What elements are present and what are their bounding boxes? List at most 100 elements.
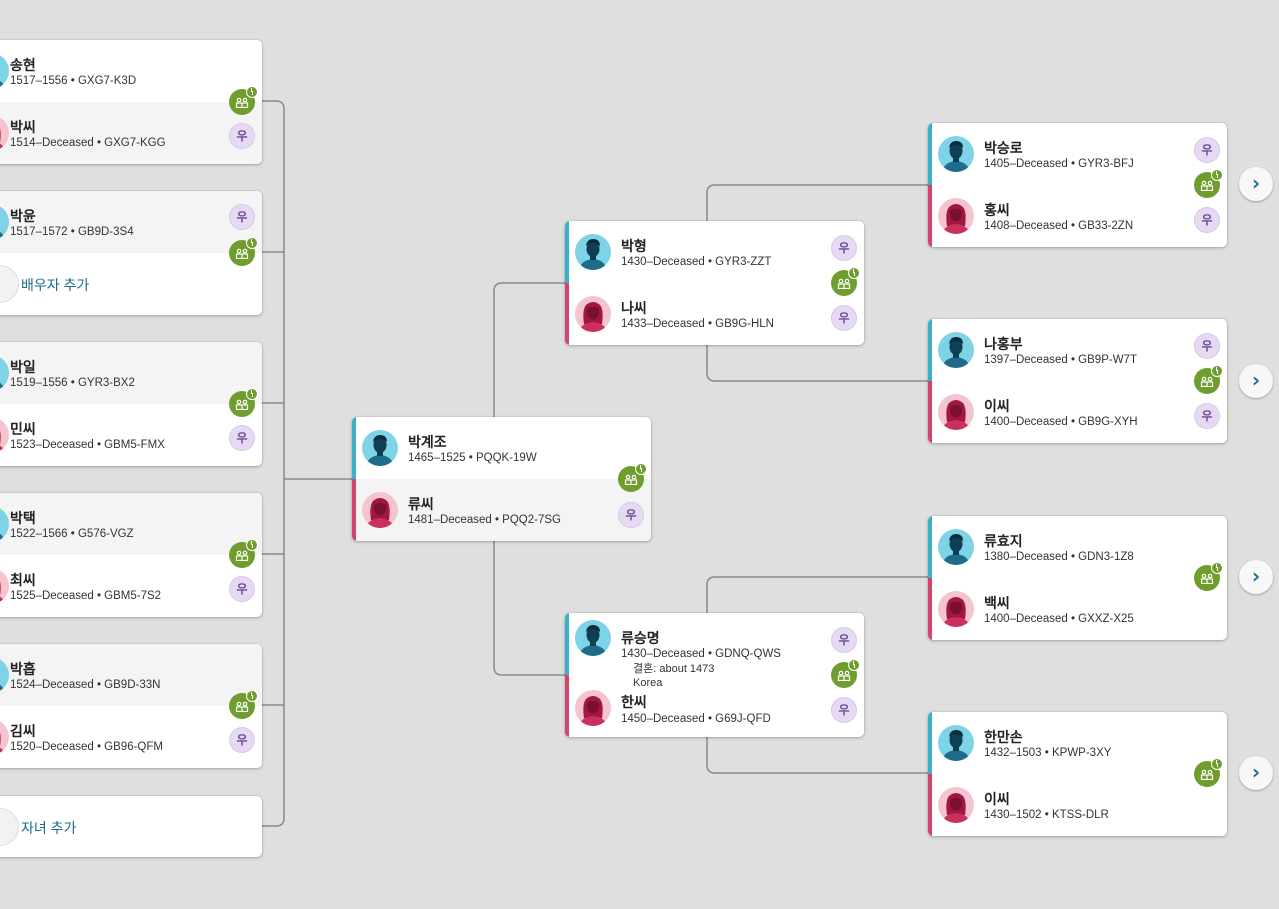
wife-row[interactable]: 홍씨 1408–Deceased • GB33-2ZN: [928, 185, 1227, 247]
child-family-card-4[interactable]: 박택 1522–1566 • G576-VGZ 최씨 1525–Deceased…: [0, 493, 262, 617]
husband-row[interactable]: 박승로 1405–Deceased • GYR3-BFJ: [928, 123, 1227, 185]
family-record-icon[interactable]: [1194, 365, 1223, 394]
person-name[interactable]: 박택: [10, 510, 36, 526]
expand-ancestors-button[interactable]: ›: [1239, 167, 1273, 201]
person-name[interactable]: 한만손: [984, 729, 1023, 745]
add-spouse-link[interactable]: 배우자 추가: [21, 277, 90, 293]
family-record-icon[interactable]: [229, 86, 258, 115]
research-hint-icon[interactable]: 우: [1194, 137, 1220, 163]
husband-row[interactable]: 박계조 1465–1525 • PQQK-19W: [352, 417, 651, 479]
wife-row[interactable]: 나씨 1433–Deceased • GB9G-HLN: [565, 283, 864, 345]
person-name[interactable]: 이씨: [984, 398, 1010, 414]
child-family-card-1[interactable]: 송현 1517–1556 • GXG7-K3D 박씨 1514–Deceased…: [0, 40, 262, 164]
person-name[interactable]: 김씨: [10, 723, 36, 739]
wife-row[interactable]: 민씨 1523–Deceased • GBM5-FMX: [0, 404, 262, 466]
person-name[interactable]: 박흡: [10, 661, 36, 677]
focus-couple-card[interactable]: 박계조 1465–1525 • PQQK-19W 류씨 1481–Decease…: [352, 417, 651, 541]
person-name[interactable]: 박계조: [408, 434, 447, 450]
person-info: 1514–Deceased • GXG7-KGG: [10, 137, 166, 149]
husband-row[interactable]: 박택 1522–1566 • G576-VGZ: [0, 493, 262, 555]
expand-ancestors-button[interactable]: ›: [1239, 756, 1273, 790]
wife-row[interactable]: Korea 한씨 1450–Deceased • G69J-QFD: [565, 675, 864, 737]
add-child-link[interactable]: 자녀 추가: [21, 819, 77, 836]
research-hint-icon[interactable]: 우: [229, 425, 255, 451]
wife-row[interactable]: 백씨 1400–Deceased • GXXZ-X25: [928, 578, 1227, 640]
husband-row[interactable]: 류효지 1380–Deceased • GDN3-1Z8: [928, 516, 1227, 578]
person-info: 1380–Deceased • GDN3-1Z8: [984, 551, 1134, 563]
person-name[interactable]: 홍씨: [984, 202, 1010, 218]
wife-row[interactable]: 박씨 1514–Deceased • GXG7-KGG: [0, 102, 262, 164]
female-avatar-icon: [0, 417, 9, 453]
add-spouse-row[interactable]: 배우자 추가: [0, 253, 262, 315]
add-child-row[interactable]: 자녀 추가: [0, 796, 262, 857]
person-name[interactable]: 류씨: [408, 496, 434, 512]
grandparents-card-1[interactable]: 박승로 1405–Deceased • GYR3-BFJ 홍씨 1408–Dec…: [928, 123, 1227, 247]
male-avatar-icon: [575, 234, 611, 270]
grandparents-card-4[interactable]: 한만손 1432–1503 • KPWP-3XY 이씨 1430–1502 • …: [928, 712, 1227, 836]
grandparents-card-3[interactable]: 류효지 1380–Deceased • GDN3-1Z8 백씨 1400–Dec…: [928, 516, 1227, 640]
person-name[interactable]: 백씨: [984, 595, 1010, 611]
person-name[interactable]: 박승로: [984, 140, 1023, 156]
husband-row[interactable]: 나홍부 1397–Deceased • GB9P-W7T: [928, 319, 1227, 381]
family-record-icon[interactable]: [618, 463, 647, 492]
research-hint-icon[interactable]: 우: [831, 235, 857, 261]
person-name[interactable]: 최씨: [10, 572, 36, 588]
female-avatar-icon: [938, 787, 974, 823]
child-family-card-3[interactable]: 박일 1519–1556 • GYR3-BX2 민씨 1523–Deceased…: [0, 342, 262, 466]
husband-row[interactable]: 한만손 1432–1503 • KPWP-3XY: [928, 712, 1227, 774]
person-name[interactable]: 박일: [10, 359, 36, 375]
research-hint-icon[interactable]: 우: [1194, 207, 1220, 233]
wife-row[interactable]: 이씨 1400–Deceased • GB9G-XYH: [928, 381, 1227, 443]
research-hint-icon[interactable]: 우: [229, 576, 255, 602]
research-hint-icon[interactable]: 우: [1194, 333, 1220, 359]
research-hint-icon[interactable]: 우: [618, 502, 644, 528]
family-record-icon[interactable]: [229, 388, 258, 417]
research-hint-icon[interactable]: 우: [831, 305, 857, 331]
person-name[interactable]: 이씨: [984, 791, 1010, 807]
research-hint-icon[interactable]: 우: [1194, 403, 1220, 429]
grandparents-card-2[interactable]: 나홍부 1397–Deceased • GB9P-W7T 이씨 1400–Dec…: [928, 319, 1227, 443]
research-hint-icon[interactable]: 우: [831, 627, 857, 653]
wife-row[interactable]: 최씨 1525–Deceased • GBM5-7S2: [0, 555, 262, 617]
person-name[interactable]: 류효지: [984, 533, 1023, 549]
family-record-icon[interactable]: [1194, 169, 1223, 198]
person-name[interactable]: 박씨: [10, 119, 36, 135]
person-info: 1525–Deceased • GBM5-7S2: [10, 590, 162, 602]
research-hint-icon[interactable]: 우: [229, 123, 255, 149]
child-family-card-2[interactable]: 박윤 1517–1572 • GB9D-3S4 배우자 추가 우: [0, 191, 262, 315]
wife-row[interactable]: 류씨 1481–Deceased • PQQ2-7SG: [352, 479, 651, 541]
person-name[interactable]: 송현: [10, 57, 36, 73]
person-name[interactable]: 박윤: [10, 208, 36, 224]
person-name[interactable]: 민씨: [10, 421, 36, 437]
husband-row[interactable]: 박형 1430–Deceased • GYR3-ZZT: [565, 221, 864, 283]
wife-row[interactable]: 김씨 1520–Deceased • GB96-QFM: [0, 706, 262, 768]
family-record-icon[interactable]: [1194, 562, 1223, 591]
child-family-card-5[interactable]: 박흡 1524–Deceased • GB9D-33N 김씨 1520–Dece…: [0, 644, 262, 768]
add-child-card[interactable]: 자녀 추가: [0, 796, 262, 857]
family-record-icon[interactable]: [831, 659, 860, 688]
parents-card-mother-side[interactable]: 류승명 1430–Deceased • GDNQ-QWS 결혼: about 1…: [565, 613, 864, 737]
husband-row[interactable]: 류승명 1430–Deceased • GDNQ-QWS 결혼: about 1…: [565, 613, 864, 675]
expand-ancestors-button[interactable]: ›: [1239, 560, 1273, 594]
research-hint-icon[interactable]: 우: [229, 727, 255, 753]
husband-row[interactable]: 송현 1517–1556 • GXG7-K3D: [0, 40, 262, 102]
research-hint-icon[interactable]: 우: [229, 204, 255, 230]
husband-row[interactable]: 박일 1519–1556 • GYR3-BX2: [0, 342, 262, 404]
husband-row[interactable]: 박윤 1517–1572 • GB9D-3S4: [0, 191, 262, 253]
person-name[interactable]: 나홍부: [984, 336, 1023, 352]
person-name[interactable]: 류승명: [621, 630, 660, 646]
wife-row[interactable]: 이씨 1430–1502 • KTSS-DLR: [928, 774, 1227, 836]
person-name[interactable]: 나씨: [621, 300, 647, 316]
research-hint-icon[interactable]: 우: [831, 697, 857, 723]
family-record-icon[interactable]: [229, 690, 258, 719]
family-record-icon[interactable]: [229, 237, 258, 266]
parents-card-father-side[interactable]: 박형 1430–Deceased • GYR3-ZZT 나씨 1433–Dece…: [565, 221, 864, 345]
family-record-icon[interactable]: [1194, 758, 1223, 787]
person-name[interactable]: 박형: [621, 238, 647, 254]
family-record-icon[interactable]: [831, 267, 860, 296]
family-record-icon[interactable]: [229, 539, 258, 568]
expand-ancestors-button[interactable]: ›: [1239, 364, 1273, 398]
husband-row[interactable]: 박흡 1524–Deceased • GB9D-33N: [0, 644, 262, 706]
person-info: 1450–Deceased • G69J-QFD: [621, 713, 771, 725]
person-name[interactable]: 한씨: [621, 694, 647, 710]
